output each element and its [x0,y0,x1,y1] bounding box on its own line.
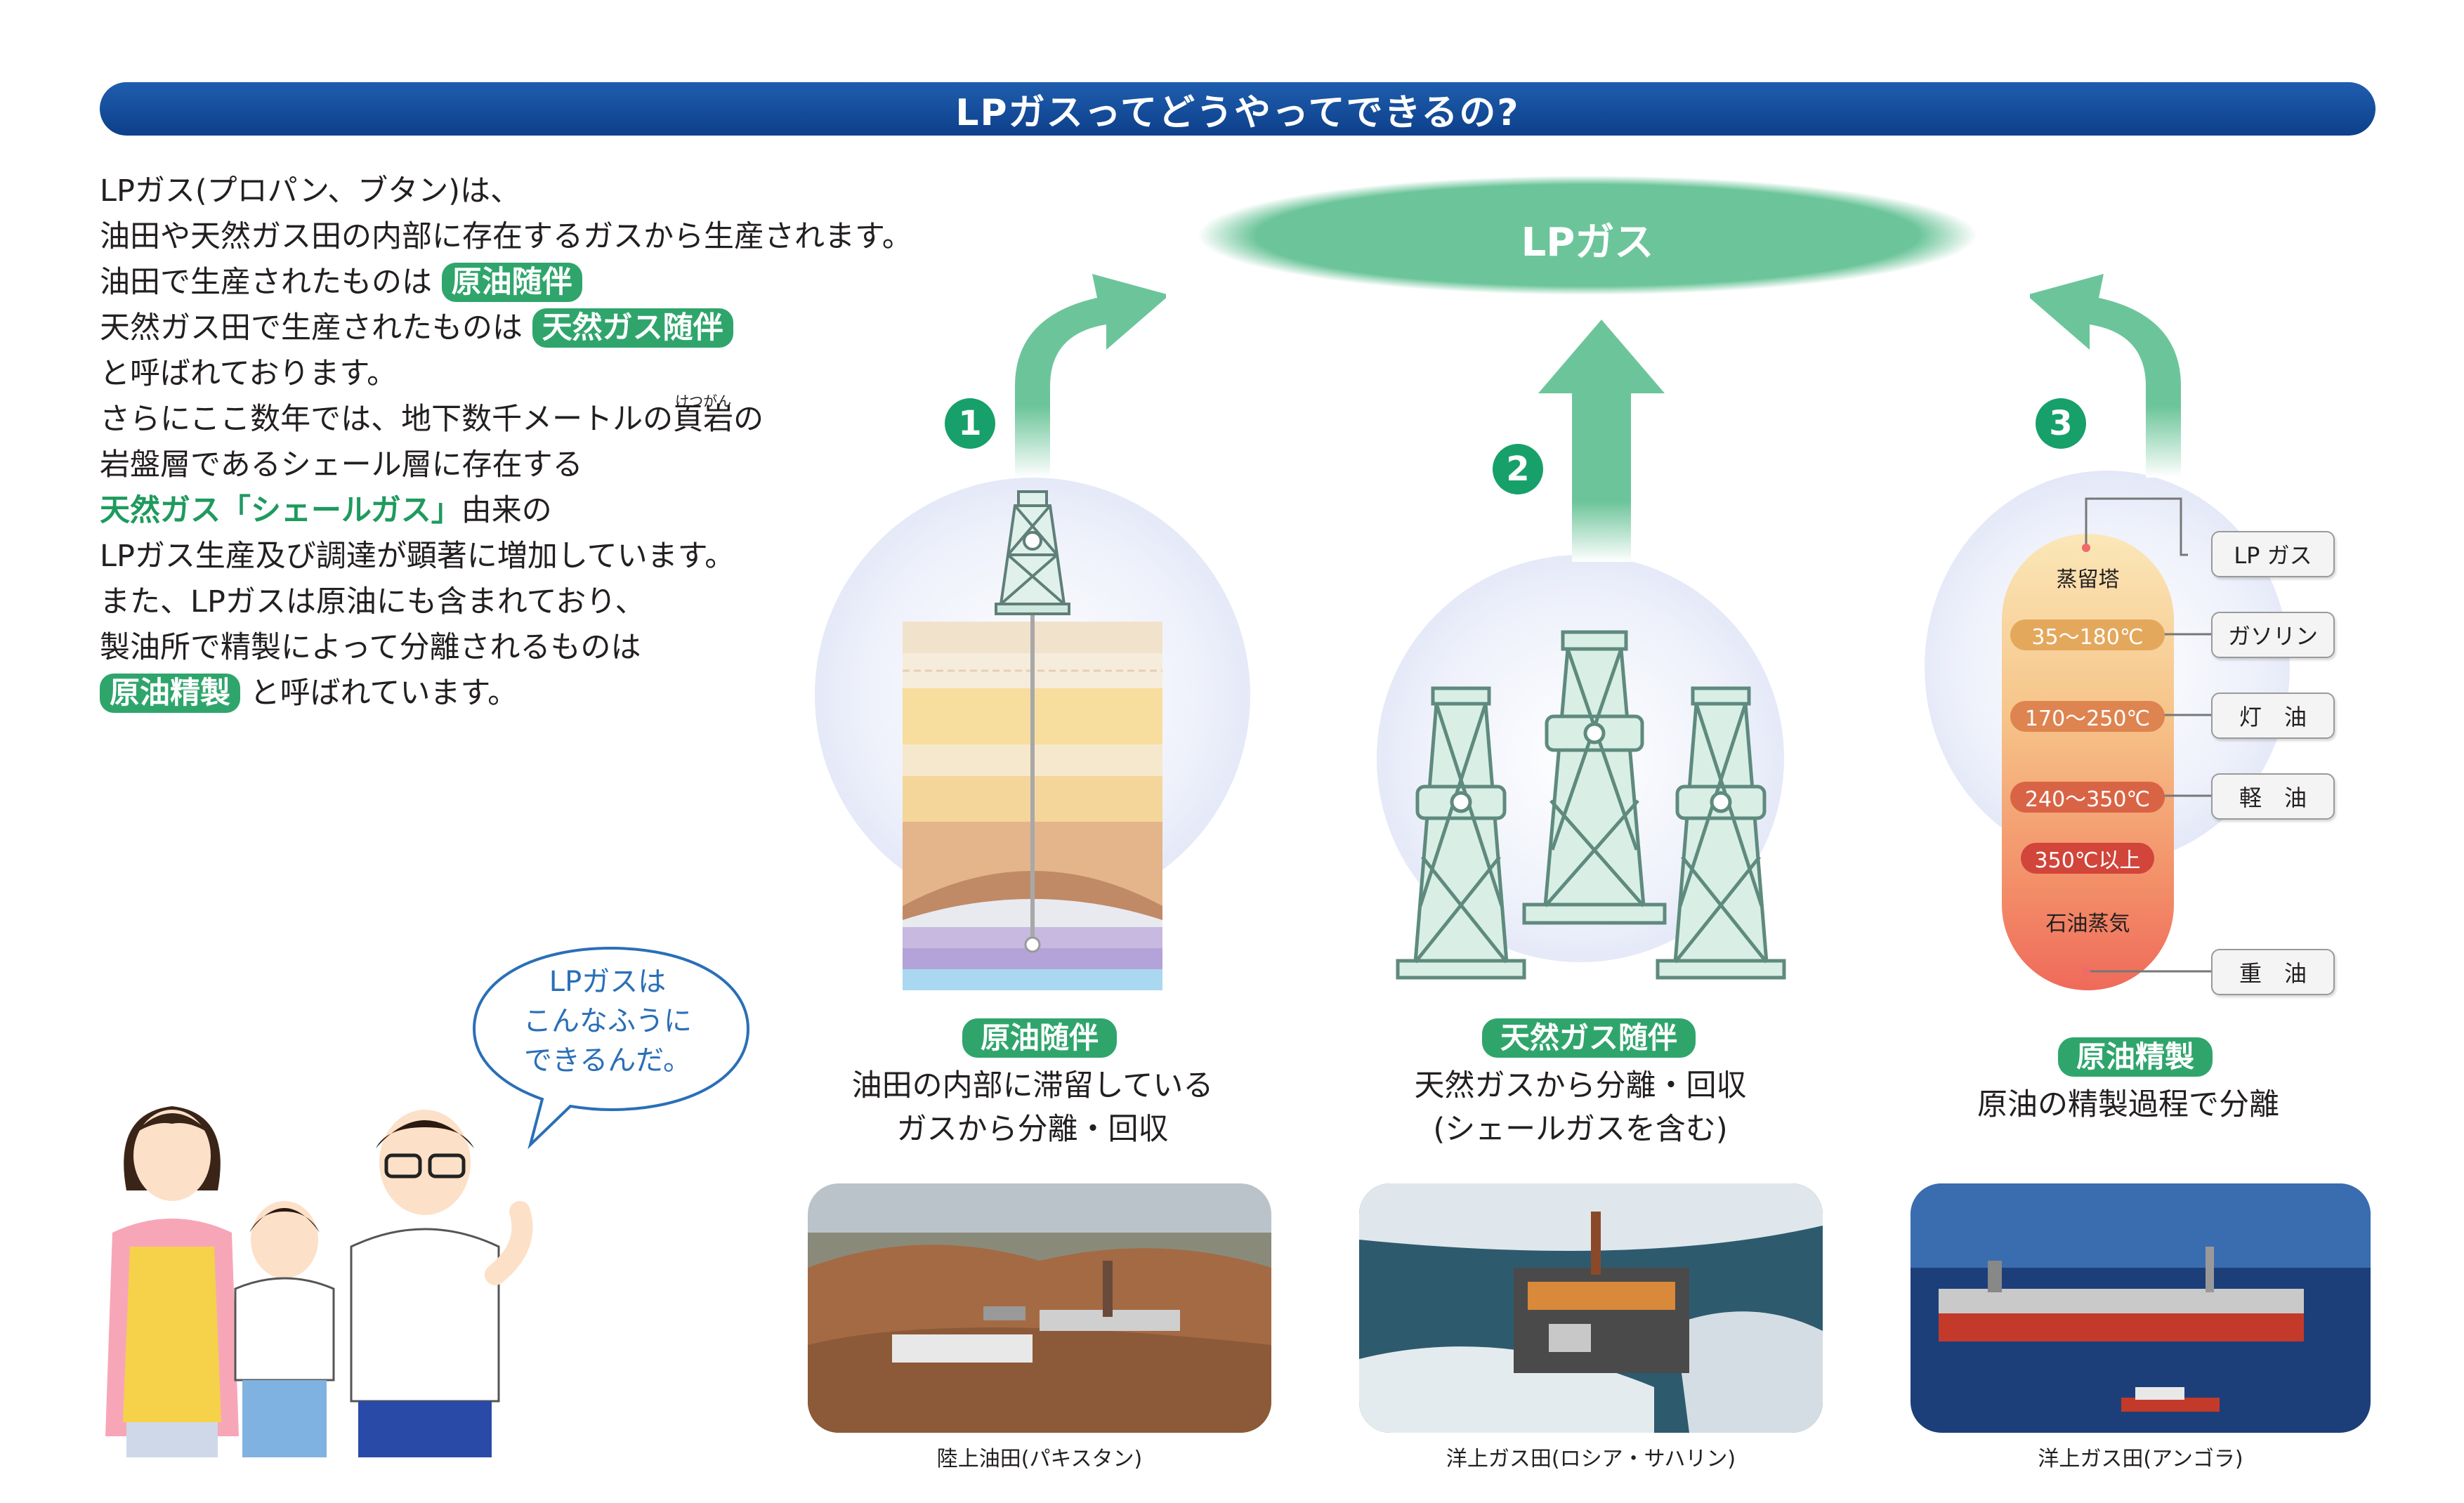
step-description: 油田の内部に滞留している ガスから分離・回収 [822,1064,1243,1151]
product-gasoline: ガソリン [2211,612,2335,658]
category-pill-natural-gas: 天然ガス随伴 [532,308,733,348]
category-pill-crude: 原油随伴 [962,1018,1118,1058]
category-pill-crude: 原油随伴 [441,263,582,302]
intro-line: また、LPガスは原油にも含まれており、 [100,584,646,619]
family-illustration [105,1106,533,1457]
intro-text-span: と呼ばれています。 [249,676,518,711]
intro-line: 油田や天然ガス田の内部に存在するガスから生産されます。 [100,219,912,254]
step-number-1: 1 [945,398,995,449]
desc-line: 原油の精製過程で分離 [1977,1087,2279,1122]
product-lp-gas: LP ガス [2211,531,2335,577]
intro-line: 製油所で精製によって分離されるものは [100,630,641,665]
intro-line: 岩盤層であるシェール層に存在する [100,447,583,483]
ruby-reading: けつがん [673,379,734,424]
category-pill-refining: 原油精製 [2058,1037,2213,1077]
temp-band-4: 350℃以上 [2021,843,2154,874]
intro-text-span: 油田で生産されたものは [100,265,432,300]
photo-caption: 洋上ガス田(ロシア・サハリン) [1446,1447,1736,1471]
speech-bubble [472,946,750,1150]
product-kerosene: 灯 油 [2211,693,2335,739]
lp-gas-ellipse [1198,176,1977,295]
temp-band-2: 170〜250℃ [2010,701,2165,732]
intro-line: LPガス(プロパン、ブタン)は、 [100,173,521,209]
step-number-3: 3 [2036,398,2086,449]
category-pill-refining: 原油精製 [100,674,240,713]
tower-label: 蒸留塔 [2056,567,2120,592]
step-number-2: 2 [1493,444,1543,494]
intro-text-span: 天然ガス田で生産されたものは [100,310,523,346]
arrow-up-left-icon [2030,274,2181,478]
intro-line: 油田で生産されたものは 原油随伴 [100,260,971,306]
photo-caption: 陸上油田(パキスタン) [936,1447,1143,1471]
oil-well-cross-section [903,490,1162,990]
arrow-up-right-icon [1015,274,1166,478]
intro-text-span: 由来の [461,493,552,528]
gas-derricks [1396,630,1786,980]
temp-band-3: 240〜350℃ [2010,782,2165,813]
intro-line: と呼ばれております。 [100,356,398,391]
intro-text: LPガス(プロパン、ブタン)は、 油田や天然ガス田の内部に存在するガスから生産さ… [100,169,971,716]
photo-sakhalin-gasfield [1359,1183,1823,1433]
intro-line: LPガス生産及び調達が顕著に増加しています。 [100,539,735,574]
desc-line: (シェールガスを含む) [1433,1112,1728,1147]
intro-text-span: さらにここ数年では、地下数千メートルの [100,402,674,437]
photo-angola-gasfield [1911,1183,2371,1433]
intro-line: 天然ガス「シェールガス」由来の [100,488,971,534]
bubble-line: こんなふうに [523,1005,692,1037]
speech-bubble-text: LPガスは こんなふうに できるんだ。 [492,962,723,1080]
shale-gas-highlight: 天然ガス「シェールガス」 [100,493,461,528]
step-description: 原油の精製過程で分離 [1939,1083,2318,1127]
ruby-shale: けつがん頁岩 [673,379,734,442]
intro-line: さらにここ数年では、地下数千メートルのけつがん頁岩の [100,379,971,442]
bubble-line: LPガスは [549,966,667,998]
product-light-oil: 軽 油 [2211,773,2335,820]
photo-caption: 洋上ガス田(アンゴラ) [2038,1447,2243,1471]
intro-line: 天然ガス田で生産されたものは 天然ガス随伴 [100,306,971,351]
desc-line: 油田の内部に滞留している [851,1068,1214,1103]
intro-line: 原油精製 と呼ばれています。 [100,671,971,716]
arrow-up-icon [1538,320,1665,562]
bubble-line: できるんだ。 [524,1044,691,1077]
category-pill-natural-gas: 天然ガス随伴 [1482,1018,1696,1058]
intro-text-span: の [733,402,764,437]
tower-bottom-label: 石油蒸気 [2045,912,2130,936]
desc-line: 天然ガスから分離・回収 [1414,1068,1747,1103]
temp-band-1: 35〜180℃ [2010,619,2165,650]
page-title: LPガスってどうやってできるの? [100,82,2375,136]
photo-onshore-oilfield [808,1183,1271,1433]
product-heavy-oil: 重 油 [2211,949,2335,995]
desc-line: ガスから分離・回収 [896,1112,1169,1147]
lp-gas-label: LPガス [1521,220,1654,265]
step-description: 天然ガスから分離・回収 (シェールガスを含む) [1377,1064,1784,1151]
